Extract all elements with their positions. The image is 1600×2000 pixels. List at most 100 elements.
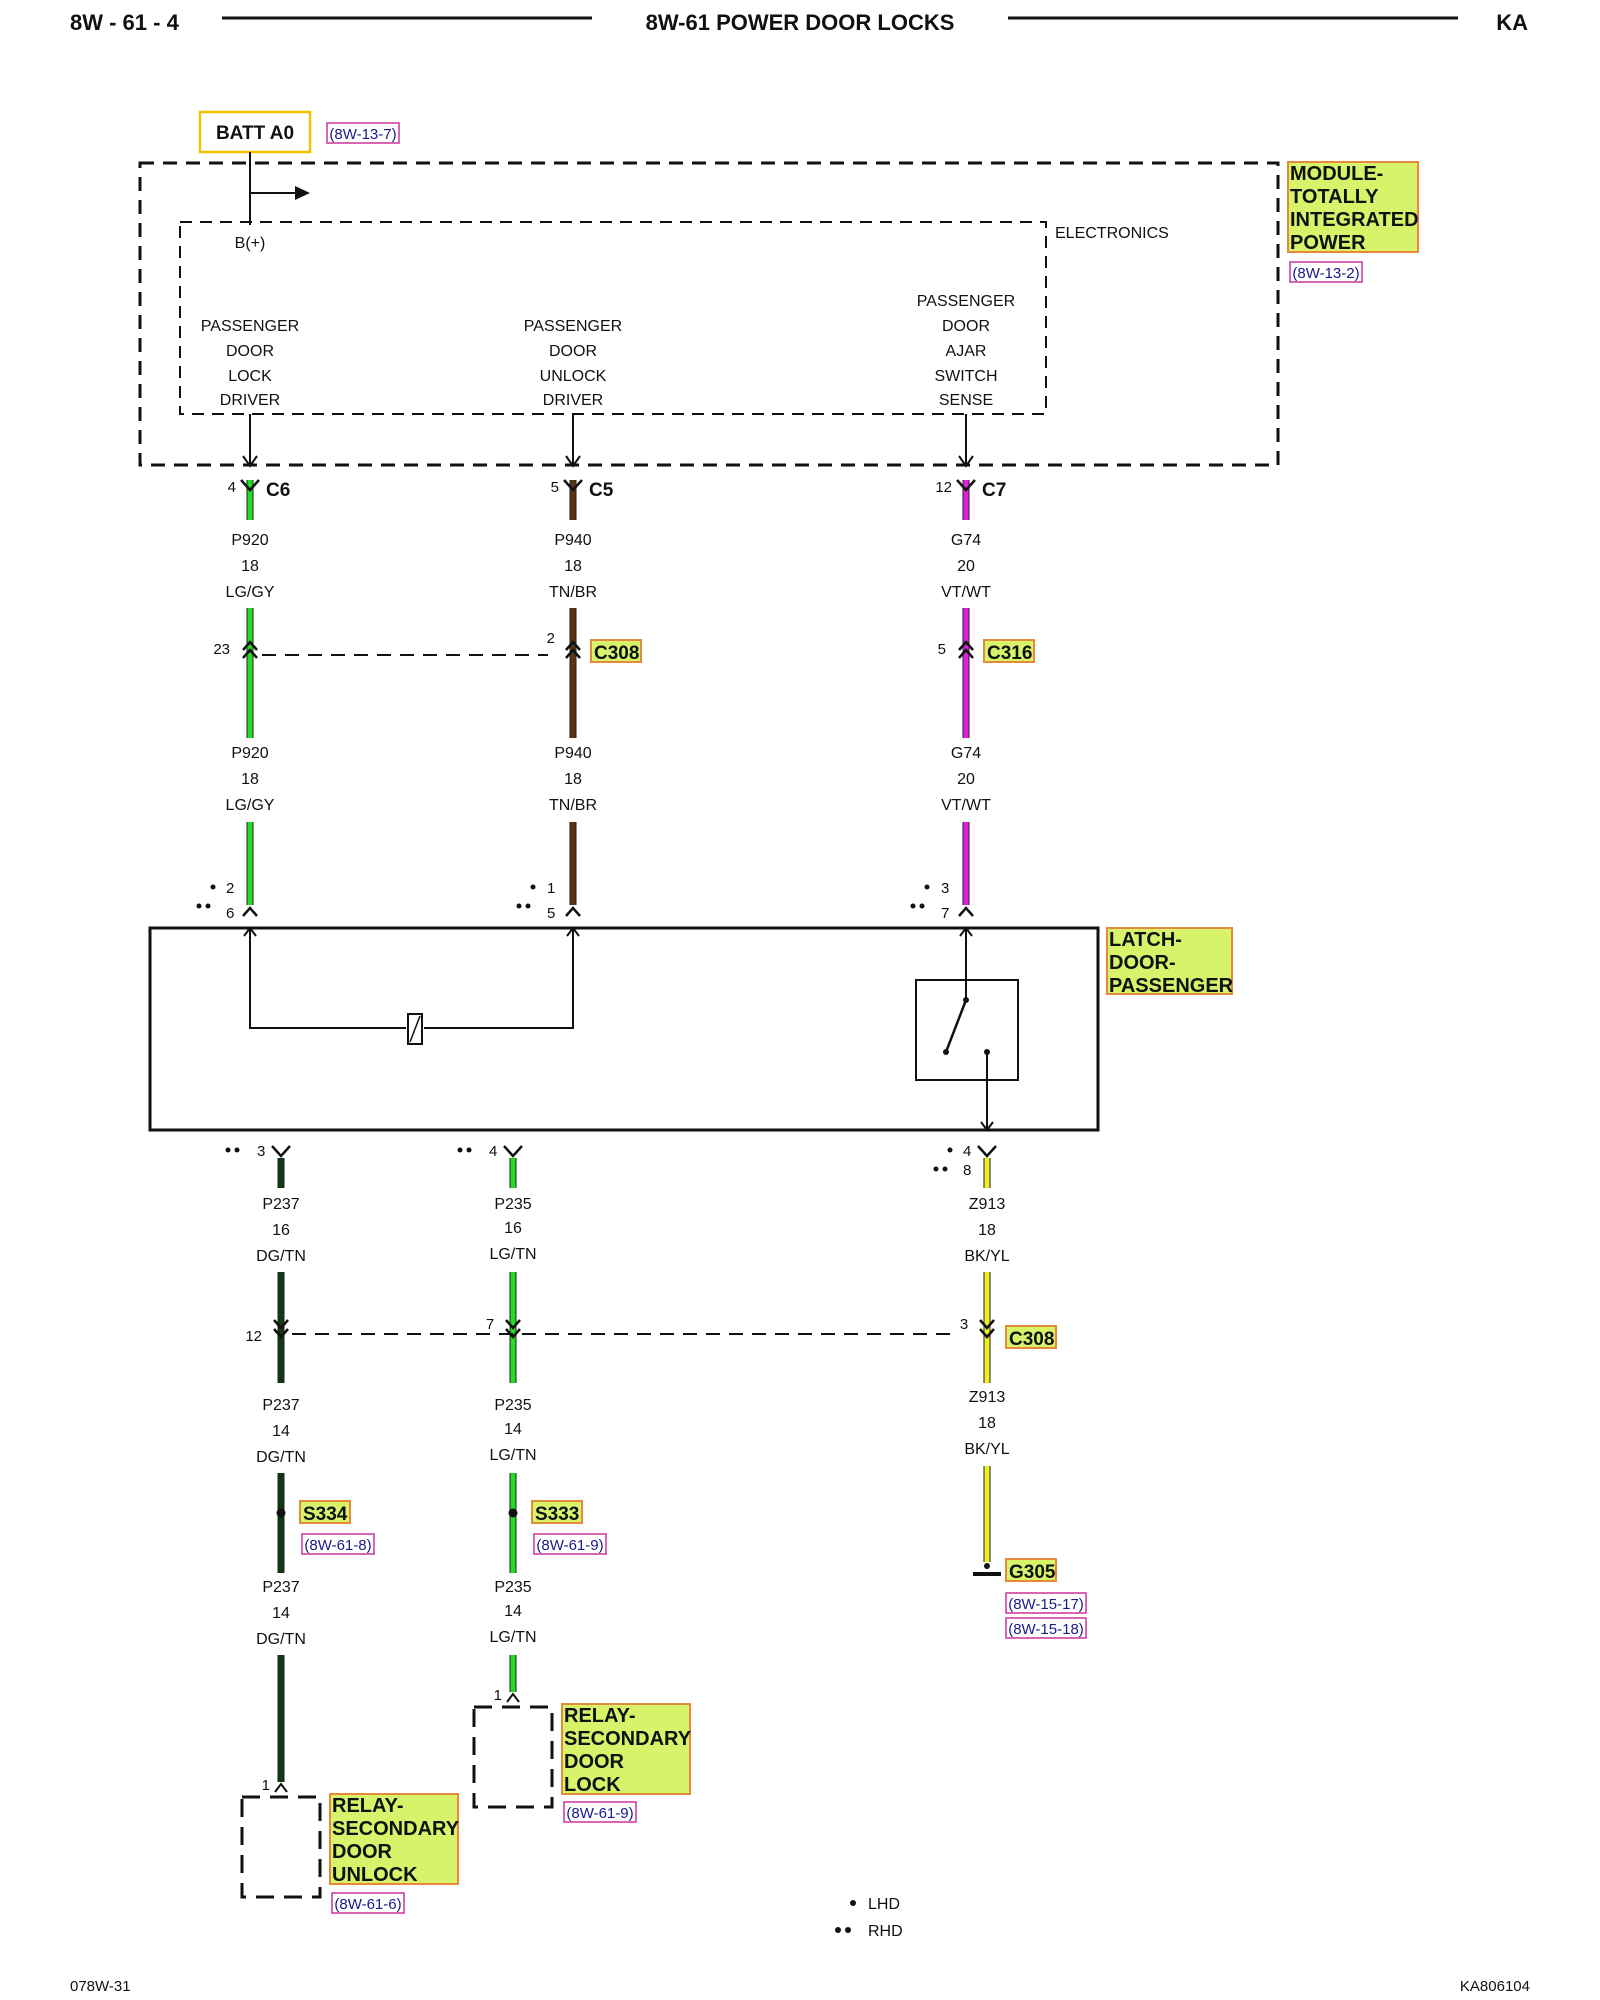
svg-text:TOTALLY: TOTALLY xyxy=(1290,186,1379,208)
svg-text:S334: S334 xyxy=(303,1504,348,1525)
latch-title[interactable]: LATCH- DOOR- PASSENGER xyxy=(1106,927,1234,997)
batt-a0-label: BATT A0 xyxy=(216,123,294,144)
svg-text:RELAY-: RELAY- xyxy=(564,1705,636,1727)
svg-text:P235: P235 xyxy=(494,1196,531,1213)
svg-text:3: 3 xyxy=(257,1143,265,1160)
svg-text:VT/WT: VT/WT xyxy=(941,797,991,814)
svg-text:18: 18 xyxy=(978,1415,996,1432)
mid-pin-2: 2 xyxy=(547,630,555,647)
ajar-switch-icon xyxy=(944,999,968,1053)
function-unlock-driver: PASSENGER DOOR UNLOCK DRIVER xyxy=(524,318,622,409)
relay-secondary-door-lock[interactable]: 1 RELAY- SECONDARY DOOR LOCK (8W-61-9) xyxy=(472,1687,692,1823)
svg-text:DOOR: DOOR xyxy=(564,1751,625,1773)
module-pin-symbol-0 xyxy=(240,479,260,492)
batt-a0-box xyxy=(198,110,312,154)
module-ref-link[interactable]: (8W-13-2) xyxy=(1292,265,1359,282)
svg-text:PASSENGER: PASSENGER xyxy=(201,318,299,335)
mid-conn-male-0 xyxy=(242,640,258,651)
function-lock-driver: PASSENGER DOOR LOCK DRIVER xyxy=(201,318,299,409)
upper-wire-labels: P920 18 LG/GY P940 18 TN/BR G74 20 VT/WT xyxy=(226,532,992,601)
svg-text:1: 1 xyxy=(547,880,555,897)
svg-text:2: 2 xyxy=(226,880,234,897)
ground-g305[interactable]: G305 (8W-15-17) (8W-15-18) xyxy=(973,1558,1087,1639)
lower-wire-labels-c: P237 14 DG/TN P235 14 LG/TN xyxy=(256,1579,536,1648)
svg-text:8: 8 xyxy=(963,1162,971,1179)
module-ref-box xyxy=(1289,261,1363,283)
svg-text:PASSENGER: PASSENGER xyxy=(917,293,1015,310)
svg-text:P940: P940 xyxy=(554,532,591,549)
connector-c308-upper[interactable]: C308 xyxy=(590,639,642,664)
lower-wire-labels-b: P237 14 DG/TN P235 14 LG/TN Z913 18 BK/Y… xyxy=(256,1389,1010,1466)
connector-c316[interactable]: C316 xyxy=(983,639,1035,664)
connector-c5[interactable]: C5 xyxy=(589,480,614,501)
svg-text:S333: S333 xyxy=(535,1504,579,1525)
svg-text:AJAR: AJAR xyxy=(946,343,987,360)
svg-text:12: 12 xyxy=(245,1328,262,1345)
relay-secondary-door-unlock[interactable]: 1 RELAY- SECONDARY DOOR UNLOCK (8W-61-6) xyxy=(240,1777,460,1914)
latch-door-passenger xyxy=(148,926,1100,1132)
module-title[interactable]: MODULE- TOTALLY INTEGRATED POWER (8W-13-… xyxy=(1287,161,1419,283)
latch-top-pin-symbol-0 xyxy=(242,906,258,917)
rhd-dot-icon xyxy=(835,1927,841,1933)
svg-text:P940: P940 xyxy=(554,745,591,762)
connector-c6[interactable]: C6 xyxy=(266,480,290,501)
svg-text:C308: C308 xyxy=(1009,1329,1054,1350)
svg-text:G74: G74 xyxy=(951,532,981,549)
svg-text:RELAY-: RELAY- xyxy=(332,1795,404,1817)
lower-conn-female2-0 xyxy=(273,1328,289,1339)
lower-connector: 12 7 3 C308 xyxy=(245,1316,1057,1350)
legend-rhd: RHD xyxy=(868,1923,903,1940)
svg-text:SENSE: SENSE xyxy=(939,392,993,409)
svg-text:VT/WT: VT/WT xyxy=(941,584,991,601)
svg-text:SWITCH: SWITCH xyxy=(934,368,997,385)
module-tipm: ELECTRONICS B(+) PASSENGER DOOR LOCK DRI… xyxy=(138,152,1280,468)
svg-text:LOCK: LOCK xyxy=(228,368,272,385)
splice-dot-icon xyxy=(508,1508,518,1518)
svg-text:3: 3 xyxy=(960,1316,968,1333)
svg-text:7: 7 xyxy=(486,1316,494,1333)
pin-c6-number: 4 xyxy=(228,479,236,496)
footer-right: KA806104 xyxy=(1460,1978,1530,1995)
svg-text:DRIVER: DRIVER xyxy=(543,392,603,409)
svg-text:14: 14 xyxy=(504,1603,522,1620)
mid-conn-male2-2 xyxy=(958,648,974,659)
svg-text:C316: C316 xyxy=(987,643,1032,664)
svg-text:G305: G305 xyxy=(1009,1562,1056,1583)
splice-s333[interactable]: S333 (8W-61-9) xyxy=(508,1500,607,1555)
svg-text:(8W-15-17): (8W-15-17) xyxy=(1008,1596,1084,1613)
connector-c7[interactable]: C7 xyxy=(982,480,1006,501)
svg-text:DOOR: DOOR xyxy=(226,343,274,360)
batt-ref-link[interactable]: (8W-13-7) xyxy=(329,126,396,143)
mid-conn-male2-0 xyxy=(242,648,258,659)
lower-wire-labels-a: P237 16 DG/TN P235 16 LG/TN Z913 18 BK/Y… xyxy=(256,1196,1010,1265)
function-ajar-switch-sense: PASSENGER DOOR AJAR SWITCH SENSE xyxy=(917,293,1015,409)
batt-a0-source[interactable]: BATT A0 (8W-13-7) xyxy=(198,110,400,154)
module-pin-symbol-1 xyxy=(563,479,583,492)
splice-dot-icon xyxy=(276,1508,286,1518)
legend-lhd: LHD xyxy=(868,1896,900,1913)
svg-text:(8W-61-6): (8W-61-6) xyxy=(334,1896,401,1913)
svg-text:4: 4 xyxy=(489,1143,497,1160)
latch-bottom-pin-symbol-2 xyxy=(977,1145,997,1158)
svg-text:P235: P235 xyxy=(494,1579,531,1596)
svg-text:DRIVER: DRIVER xyxy=(220,392,280,409)
svg-text:SECONDARY: SECONDARY xyxy=(564,1728,692,1750)
module-output-arrows xyxy=(242,414,974,468)
batt-ref-box xyxy=(326,122,400,144)
svg-text:DOOR: DOOR xyxy=(549,343,597,360)
svg-text:DG/TN: DG/TN xyxy=(256,1631,306,1648)
connector-c308-lower[interactable]: C308 xyxy=(1005,1325,1057,1350)
svg-text:UNLOCK: UNLOCK xyxy=(332,1864,418,1886)
svg-text:P237: P237 xyxy=(262,1579,299,1596)
svg-text:G74: G74 xyxy=(951,745,981,762)
latch-top-pin-symbol-1 xyxy=(565,906,581,917)
svg-text:DG/TN: DG/TN xyxy=(256,1248,306,1265)
svg-text:SECONDARY: SECONDARY xyxy=(332,1818,460,1840)
svg-text:DOOR: DOOR xyxy=(332,1841,393,1863)
page-id: 8W - 61 - 4 xyxy=(70,10,180,35)
svg-text:1: 1 xyxy=(262,1777,270,1794)
svg-text:Z913: Z913 xyxy=(969,1196,1006,1213)
mid-connectors: 23 2 C308 5 C316 xyxy=(213,630,1035,664)
relay-unlock-outline xyxy=(240,1795,322,1899)
splice-s334[interactable]: S334 (8W-61-8) xyxy=(276,1500,375,1555)
